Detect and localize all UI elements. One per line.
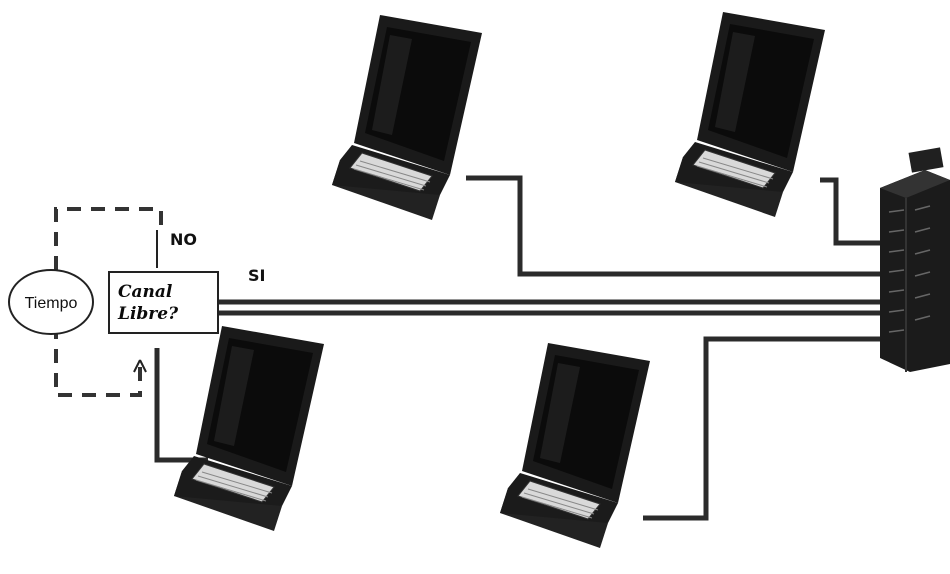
cable-bottom-right (643, 336, 882, 521)
timer-label: Tiempo (25, 295, 78, 312)
laptop-icon (331, 14, 483, 221)
decision-label-line1: Canal (118, 282, 173, 302)
laptop-icon (674, 11, 826, 218)
timer-node: Tiempo (8, 269, 94, 335)
decision-box (108, 271, 219, 334)
laptop-icon (499, 342, 651, 549)
laptop-icon (173, 325, 325, 532)
cable-top-right (820, 177, 882, 246)
decision-label-line2: Libre? (117, 304, 179, 324)
yes-label: SI (248, 266, 265, 285)
timer-ellipse (8, 269, 94, 335)
arrow-up-icon (133, 359, 147, 373)
network-switch-icon (880, 147, 950, 372)
no-label: NO (170, 230, 197, 249)
cable-lines (154, 175, 882, 521)
cable-top-left (466, 175, 882, 277)
decision-node: Canal Libre? (108, 271, 219, 334)
retry-loop (54, 207, 163, 397)
